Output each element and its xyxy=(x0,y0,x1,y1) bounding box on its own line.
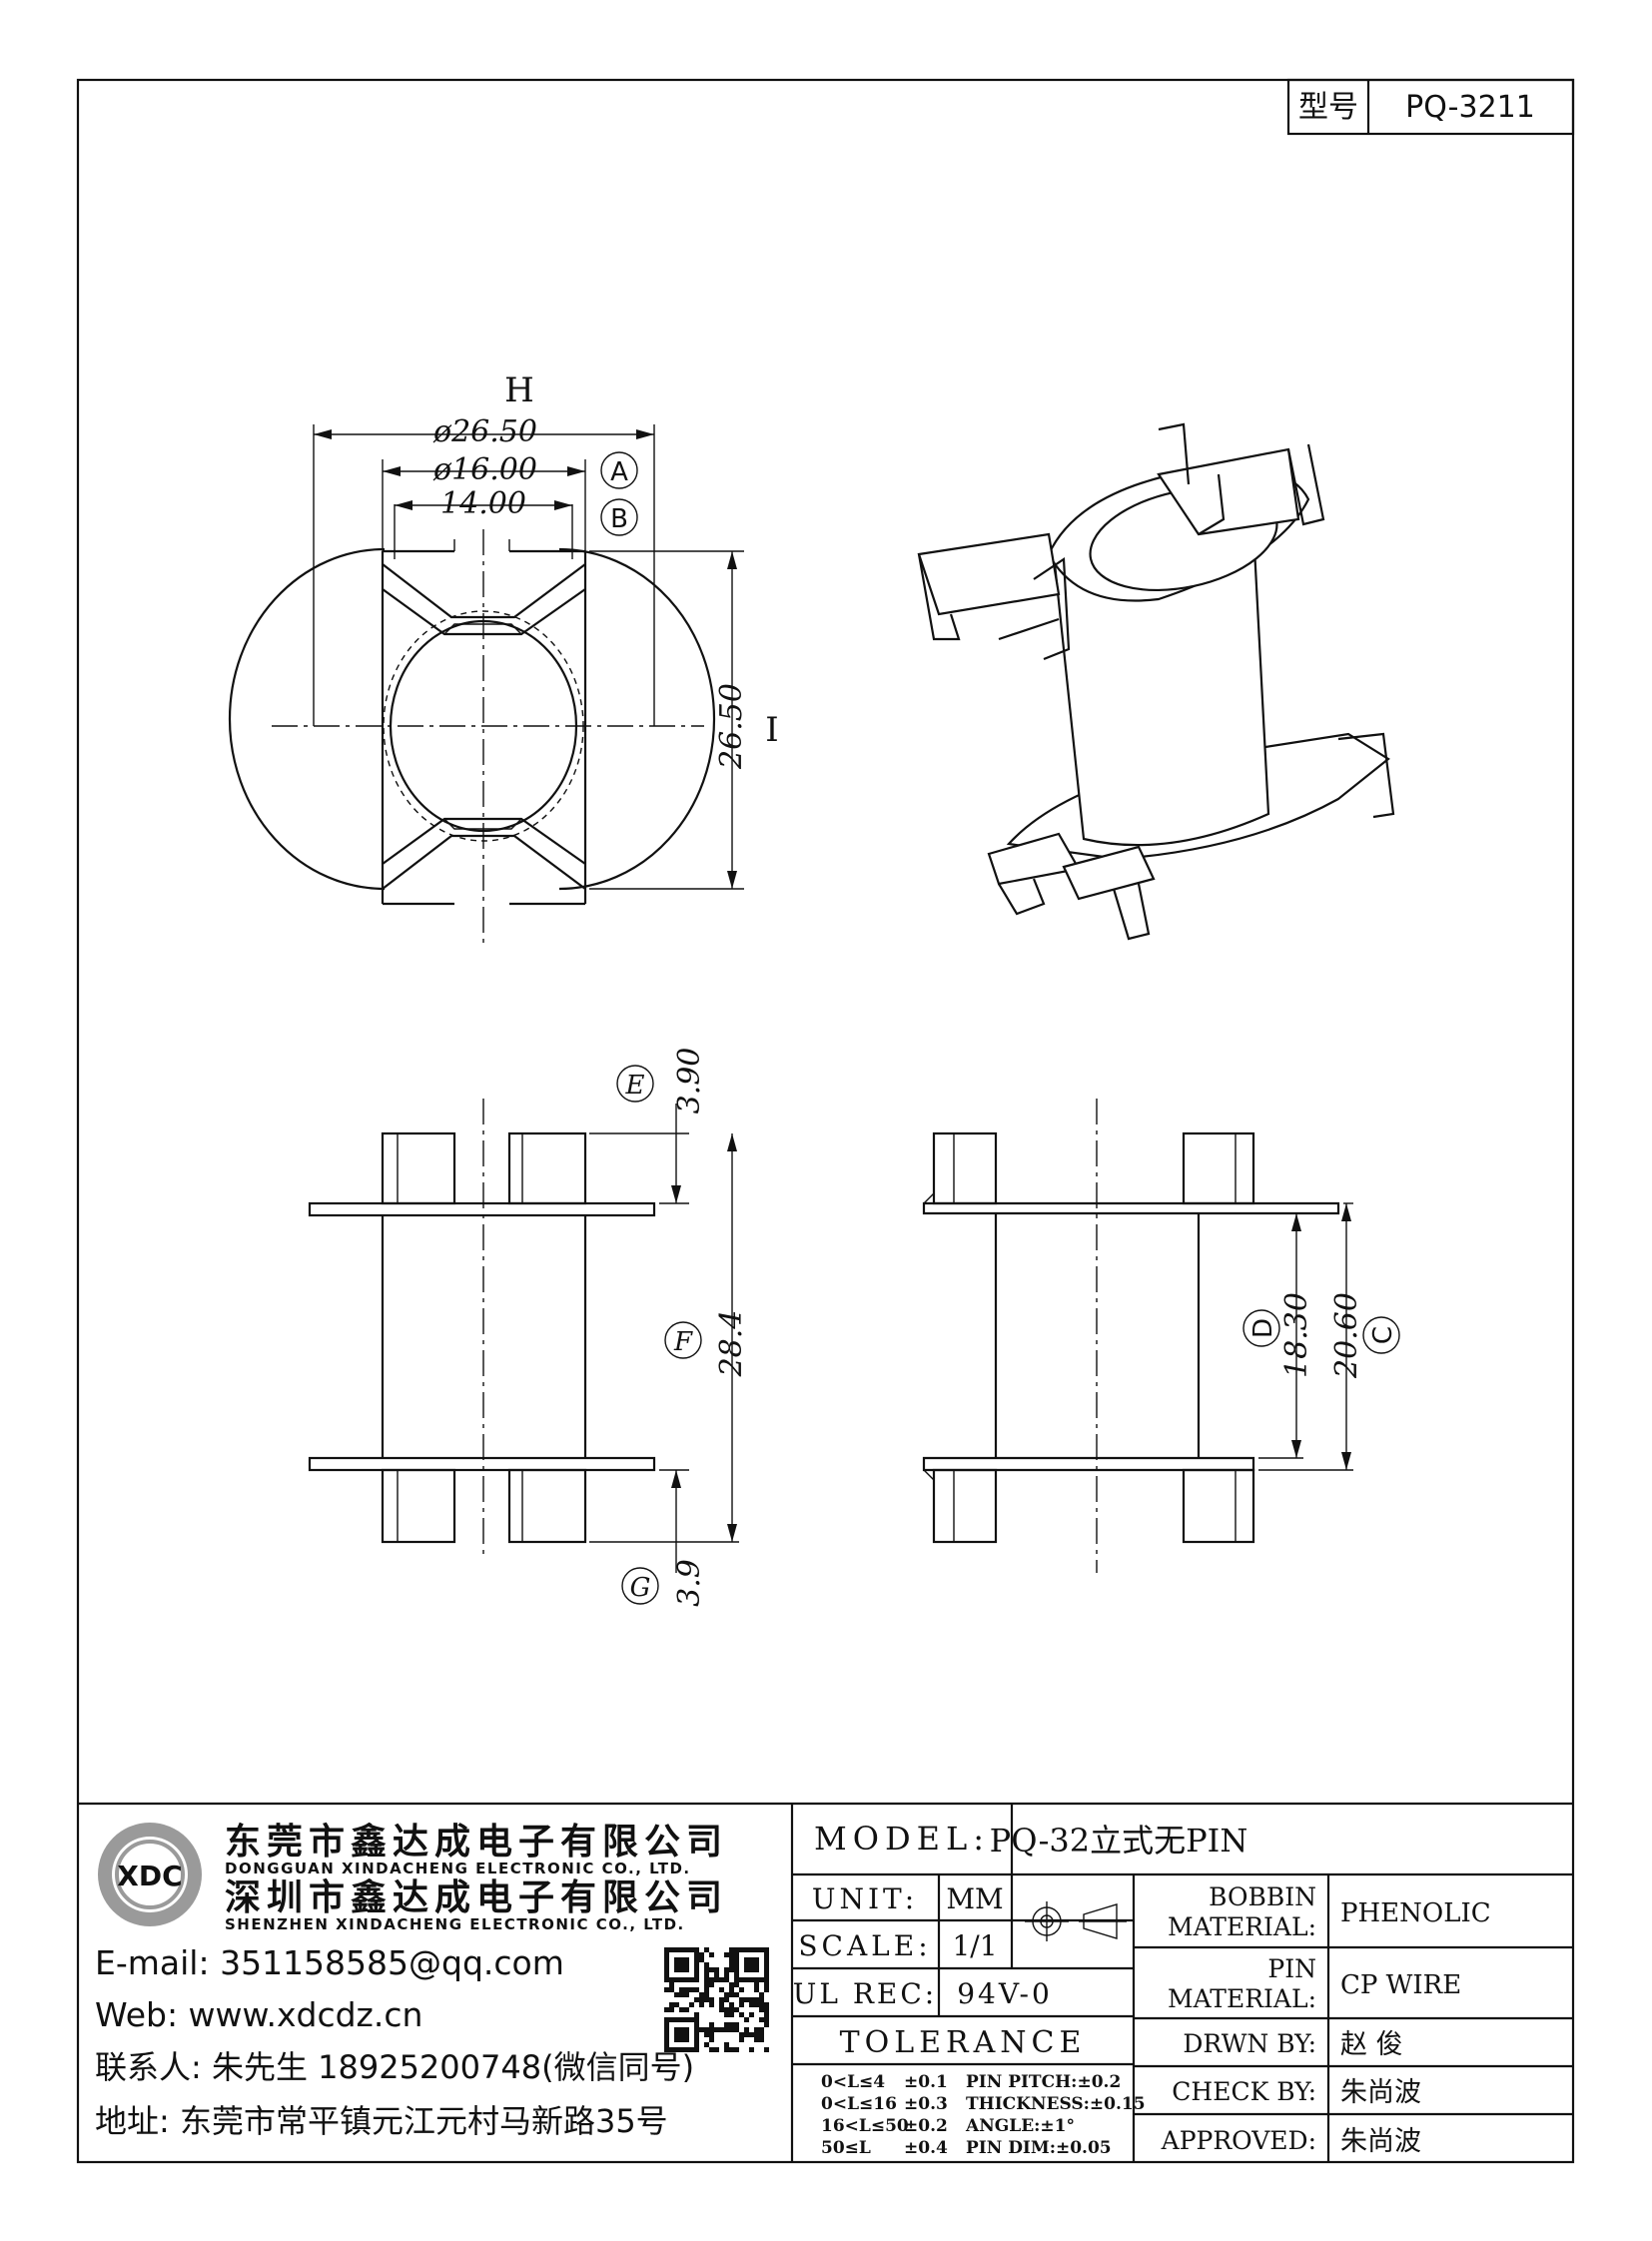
approved-value: 朱尚波 xyxy=(1340,2126,1421,2157)
tol-param-1: PIN PITCH:±0.2 xyxy=(966,2072,1121,2092)
type-box: 型号 PQ-3211 xyxy=(1286,78,1575,136)
svg-text:A: A xyxy=(610,457,628,487)
tol-range-2: 0<L≤16 xyxy=(821,2094,897,2114)
pin-material-label-2: MATERIAL: xyxy=(1168,1984,1316,2013)
svg-text:C: C xyxy=(1368,1326,1398,1344)
bobbin-material-value: PHENOLIC xyxy=(1340,1898,1491,1928)
projection-symbol-icon xyxy=(1025,1901,1127,1941)
label-i: I xyxy=(765,710,778,750)
svg-text:G: G xyxy=(630,1573,651,1603)
bobbin-material-label-2: MATERIAL: xyxy=(1168,1912,1316,1941)
tol-range-1: 0<L≤4 xyxy=(821,2072,885,2092)
tolerance-label: TOLERANCE xyxy=(840,2025,1087,2060)
sheet-border xyxy=(76,78,1575,2164)
dim-outer-height: 20.60 xyxy=(1329,1292,1364,1379)
company-name-shenzhen-en: SHENZHEN XINDACHENG ELECTRONIC CO., LTD. xyxy=(225,1915,685,1933)
tol-param-2: THICKNESS:±0.15 xyxy=(966,2094,1146,2114)
tol-param-3: ANGLE:±1° xyxy=(965,2116,1075,2136)
front-view: 3.90 28.4 3.9 E F G xyxy=(308,1048,749,1607)
unit-label: UNIT: xyxy=(812,1882,918,1915)
pin-material-label-1: PIN xyxy=(1267,1954,1316,1983)
model-value: PQ-32立式无PIN xyxy=(990,1822,1248,1860)
tol-value-2: ±0.3 xyxy=(904,2094,948,2114)
marker-a: A xyxy=(600,451,638,489)
tol-value-3: ±0.2 xyxy=(904,2116,948,2136)
ul-value: 94V-0 xyxy=(957,1977,1053,2010)
scale-label: SCALE: xyxy=(798,1929,931,1962)
scale-value: 1/1 xyxy=(952,1929,997,1962)
isometric-view xyxy=(917,422,1395,941)
dim-inner-dia: ø16.00 xyxy=(432,452,537,487)
tol-range-4: 50≤L xyxy=(821,2138,871,2158)
svg-text:E: E xyxy=(625,1071,645,1101)
dim-outer-dia: ø26.50 xyxy=(432,414,537,449)
marker-d: D xyxy=(1242,1309,1280,1347)
drawn-by-label: DRWN BY: xyxy=(1183,2029,1316,2058)
company-name-dongguan: 东莞市鑫达成电子有限公司 xyxy=(225,1822,728,1863)
top-view: H ø26.50 ø16.00 14.00 26.50 I A B xyxy=(228,371,779,944)
company-contact: 联系人: 朱先生 18925200748(微信同号) xyxy=(95,2048,694,2086)
company-web: Web: www.xdcdz.cn xyxy=(95,1995,422,2034)
company-email: E-mail: 351158585@qq.com xyxy=(95,1943,564,1982)
title-block: MODEL: PQ-32立式无PIN UNIT: MM SCALE: 1/1 U… xyxy=(78,1802,1573,2162)
approved-label: APPROVED: xyxy=(1161,2126,1316,2155)
bobbin-material-label-1: BOBBIN xyxy=(1209,1882,1316,1911)
dim-slot: 14.00 xyxy=(440,486,526,521)
svg-text:XDC: XDC xyxy=(117,1860,182,1892)
svg-text:D: D xyxy=(1248,1318,1278,1338)
svg-text:B: B xyxy=(610,504,628,534)
type-label: 型号 xyxy=(1298,90,1358,125)
check-by-value: 朱尚波 xyxy=(1340,2077,1421,2108)
model-label: MODEL: xyxy=(814,1820,990,1858)
marker-g: G xyxy=(621,1567,659,1605)
tolerance-table: 0<L≤4 ±0.1 PIN PITCH:±0.2 0<L≤16 ±0.3 TH… xyxy=(821,2072,1146,2158)
dim-top-height: 3.90 xyxy=(672,1048,707,1115)
tol-param-4: PIN DIM:±0.05 xyxy=(966,2138,1112,2158)
marker-f: F xyxy=(664,1321,702,1359)
label-h: H xyxy=(504,371,534,410)
company-name-dongguan-en: DONGGUAN XINDACHENG ELECTRONIC CO., LTD. xyxy=(225,1860,691,1877)
unit-value: MM xyxy=(946,1882,1003,1915)
qr-code-icon xyxy=(664,1947,769,2052)
drawn-by-value: 赵 俊 xyxy=(1340,2029,1403,2060)
pin-material-value: CP WIRE xyxy=(1340,1970,1461,2000)
company-logo-icon: XDC xyxy=(98,1823,202,1926)
company-block: XDC 东莞市鑫达成电子有限公司 DONGGUAN XINDACHENG ELE… xyxy=(95,1822,769,2140)
dim-inner-height: 18.30 xyxy=(1279,1292,1314,1378)
ul-label: UL REC: xyxy=(793,1977,937,2010)
company-name-shenzhen: 深圳市鑫达成电子有限公司 xyxy=(225,1877,728,1918)
svg-text:F: F xyxy=(673,1327,693,1357)
company-address: 地址: 东莞市常平镇元江元村马新路35号 xyxy=(95,2102,668,2140)
dim-total-height: 28.4 xyxy=(714,1310,749,1378)
dim-height: 26.50 xyxy=(714,683,749,770)
side-view: 18.30 20.60 D C xyxy=(922,1099,1400,1573)
tol-range-3: 16<L≤50 xyxy=(821,2116,909,2136)
check-by-label: CHECK BY: xyxy=(1172,2077,1316,2106)
dim-bottom-height: 3.9 xyxy=(672,1559,707,1607)
marker-c: C xyxy=(1362,1316,1400,1354)
type-value: PQ-3211 xyxy=(1405,90,1535,125)
marker-b: B xyxy=(600,498,638,536)
tol-value-1: ±0.1 xyxy=(904,2072,948,2092)
tol-value-4: ±0.4 xyxy=(904,2138,948,2158)
marker-e: E xyxy=(616,1065,654,1103)
